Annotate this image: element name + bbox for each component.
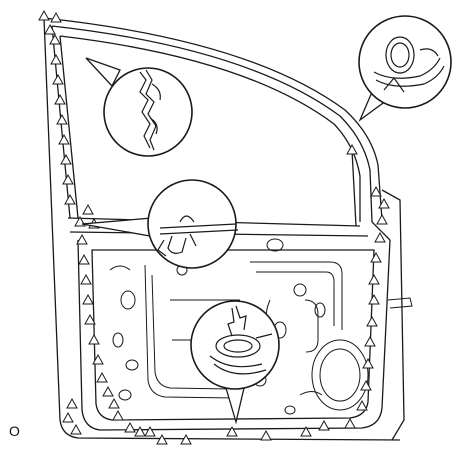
triangle-marker [49, 33, 61, 45]
triangle-marker [96, 371, 108, 383]
triangle-marker [344, 417, 356, 429]
triangle-marker [62, 173, 74, 185]
triangle-marker [366, 315, 378, 327]
callout-clip-middle [81, 179, 239, 269]
triangle-marker [52, 73, 64, 85]
triangle-marker [134, 425, 146, 437]
triangle-marker [374, 231, 386, 243]
triangle-marker [78, 253, 90, 265]
triangle-marker [102, 385, 114, 397]
triangle-marker [38, 9, 50, 21]
triangle-marker [370, 185, 382, 197]
triangle-marker [370, 251, 382, 263]
triangle-marker [112, 409, 124, 421]
triangle-marker [368, 293, 380, 305]
triangle-marker [70, 423, 82, 435]
triangle-marker [76, 233, 88, 245]
triangle-marker [60, 153, 72, 165]
clip-position-markers [38, 9, 390, 445]
triangle-marker [156, 433, 168, 445]
triangle-marker [226, 425, 238, 437]
triangle-marker [80, 273, 92, 285]
triangle-marker [180, 433, 192, 445]
triangle-marker [88, 333, 100, 345]
triangle-marker [378, 197, 390, 209]
triangle-marker [82, 293, 94, 305]
triangle-marker [64, 193, 76, 205]
illustration-code: O [9, 423, 20, 439]
triangle-marker [54, 93, 66, 105]
triangle-marker [300, 425, 312, 437]
callout-weatherstrip-section [85, 57, 193, 157]
triangle-marker [356, 399, 368, 411]
triangle-marker [92, 353, 104, 365]
triangle-marker [50, 53, 62, 65]
triangle-marker [44, 23, 56, 35]
triangle-marker [318, 419, 330, 431]
triangle-marker [50, 11, 62, 23]
triangle-marker [66, 397, 78, 409]
triangle-marker [124, 421, 136, 433]
triangle-marker [376, 213, 388, 225]
triangle-marker [58, 133, 70, 145]
triangle-marker [260, 429, 272, 441]
triangle-marker [82, 203, 94, 215]
triangle-marker [360, 379, 372, 391]
callout-clip-lower [190, 300, 280, 425]
triangle-marker [362, 357, 374, 369]
triangle-marker [368, 273, 380, 285]
triangle-marker [84, 313, 96, 325]
callout-clip-upper [358, 15, 452, 122]
triangle-marker [62, 411, 74, 423]
triangle-marker [56, 113, 68, 125]
triangle-marker [108, 397, 120, 409]
triangle-marker [364, 335, 376, 347]
triangle-marker [346, 143, 358, 155]
triangle-marker [144, 425, 156, 437]
